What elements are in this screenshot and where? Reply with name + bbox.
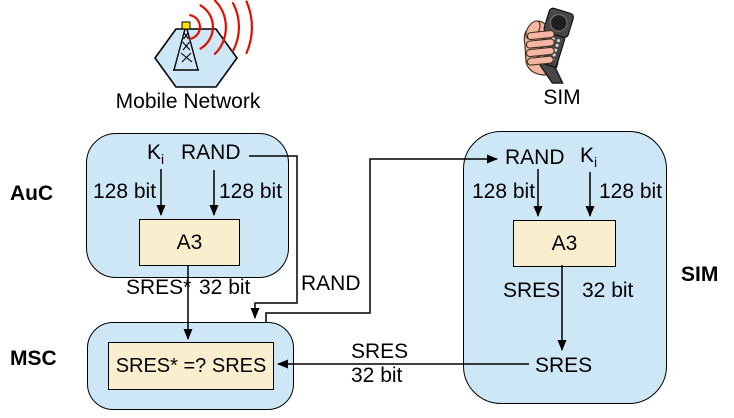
auc-ki-bits-label: 128 bit [93,180,157,203]
sim-group-box [463,131,667,404]
sim-handset-caption: SIM [543,86,581,109]
msc-compare-box: SRES* =? SRES [108,342,274,390]
auc-a3-label: A3 [176,230,203,254]
sim-a3-box: A3 [513,220,616,267]
sim-sres-bits-label: 32 bit [582,279,634,302]
sim-sres-result-label: SRES [535,354,593,377]
auc-sres-output-label: SRES* [126,276,192,299]
hand-palm [523,20,559,76]
phone-mouthpiece [536,60,564,84]
auc-side-label: AuC [10,182,54,205]
msc-compare-label: SRES* =? SRES [115,354,267,377]
tower-beacon [181,21,191,30]
sim-ki-label: Ki [580,144,598,171]
phone-in-hand-icon [523,7,574,84]
mobile-network-caption: Mobile Network [115,90,261,113]
cell-hexagon [154,28,238,88]
auc-sres-bits-label: 32 bit [199,276,251,299]
sres-wire-bits-label: 32 bit [351,364,403,387]
sim-rand-bits-label: 128 bit [472,180,536,203]
sim-ki-bits-label: 128 bit [599,180,663,203]
auc-rand-bits-label: 128 bit [219,180,283,203]
sim-a3-label: A3 [551,231,578,255]
mobile-phone [535,7,574,84]
thumb [525,20,541,40]
rand-wire-label: RAND [301,272,361,295]
sim-rand-label: RAND [505,146,565,169]
sres-wire-label: SRES [351,340,409,363]
radio-tower [173,28,199,71]
sim-sres-output-label: SRES [503,279,561,302]
msc-side-label: MSC [10,347,57,370]
radio-waves [189,0,254,55]
auc-rand-label: RAND [181,141,241,164]
auc-ki-label: Ki [147,141,165,168]
sim-side-label: SIM [681,263,719,286]
fingers [525,29,555,66]
auc-a3-box: A3 [139,219,240,266]
